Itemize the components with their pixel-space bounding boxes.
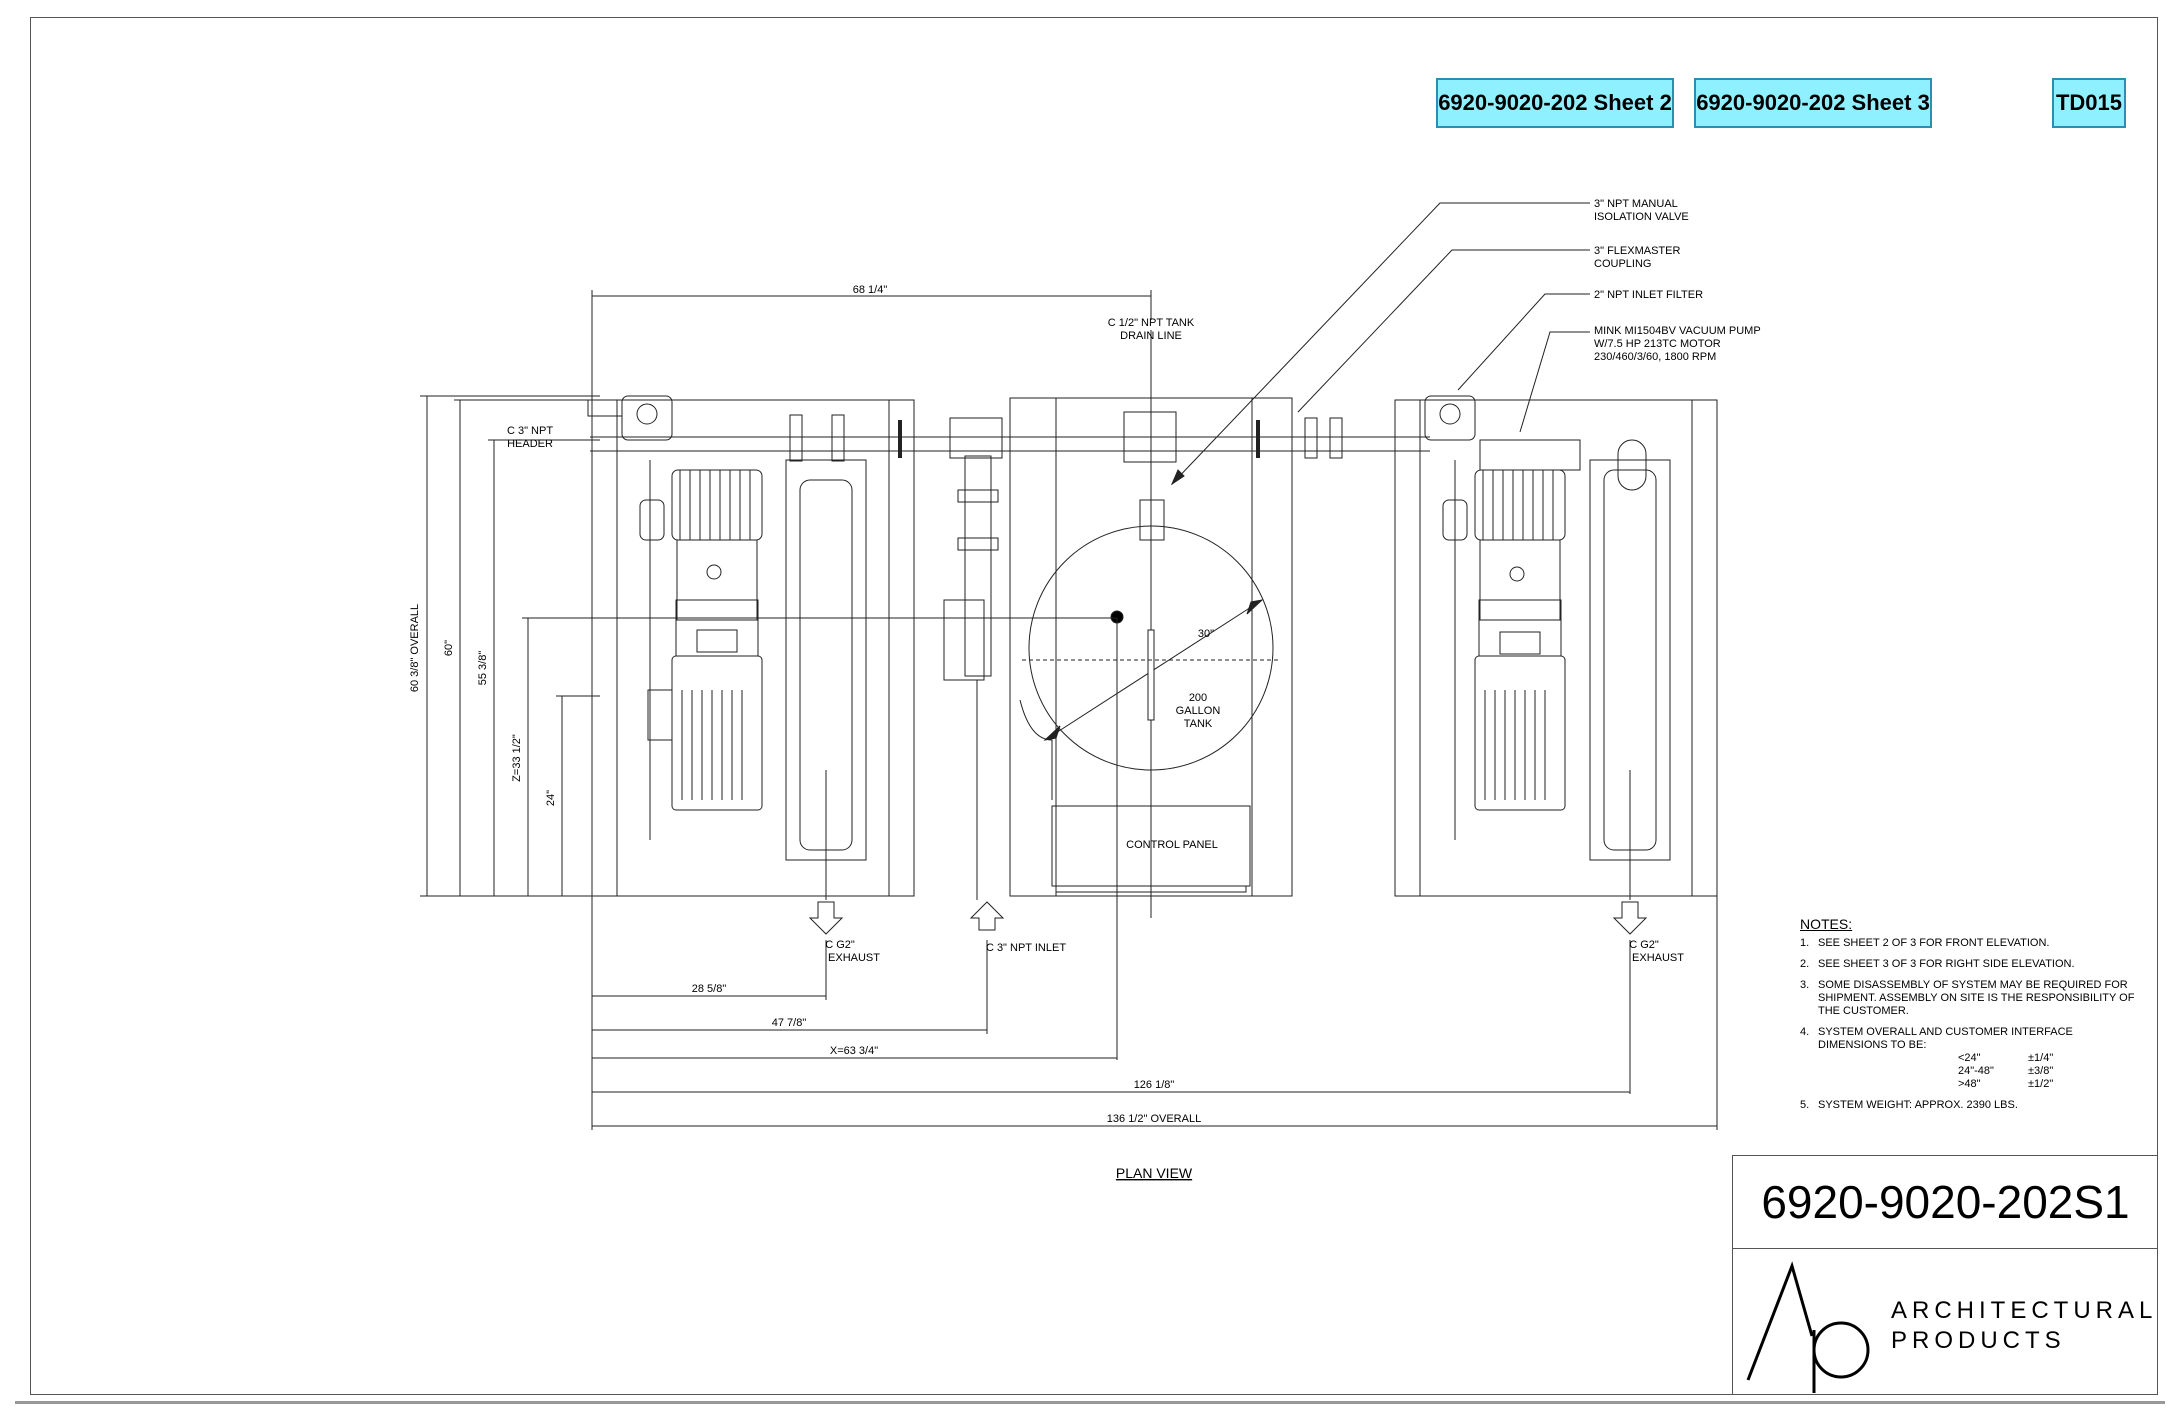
right-exhaust-arrow: [1612, 901, 1648, 935]
note-number: 1.: [1800, 937, 1810, 949]
dim-47-7-8: 47 7/8": [772, 1017, 807, 1029]
control-panel-label: CONTROL PANEL: [1126, 839, 1218, 851]
dim-136-1-2: 136 1/2" OVERALL: [1107, 1113, 1201, 1125]
title-block: 6920-9020-202S1 ARCHITECTURAL PRODUCTS: [1732, 1155, 2158, 1395]
dim-60: 60": [443, 640, 455, 656]
dim-68: 68 1/4": [853, 284, 888, 296]
dim-24: 24": [545, 790, 557, 806]
notes-block: NOTES: 1. SEE SHEET 2 OF 3 FOR FRONT ELE…: [1800, 916, 2138, 1120]
coupling-line1: 3" FLEXMASTER: [1594, 245, 1680, 257]
tol-range: 24"-48": [1958, 1065, 1994, 1077]
dim-28-5-8: 28 5/8": [692, 983, 727, 995]
dim-x: X=63 3/4": [830, 1045, 878, 1057]
pump-line2: W/7.5 HP 213TC MOTOR: [1594, 338, 1721, 350]
drawing-border: [30, 17, 2158, 1395]
header-line1: C 3" NPT: [507, 425, 553, 437]
note-item: 1. SEE SHEET 2 OF 3 FOR FRONT ELEVATION.: [1800, 937, 2138, 950]
header-line2: HEADER: [507, 438, 553, 450]
callout-leaders: [506, 202, 1590, 486]
note-text: SOME DISASSEMBLY OF SYSTEM MAY BE REQUIR…: [1818, 979, 2135, 1017]
tank-line3: TANK: [1184, 718, 1213, 730]
note-item: 2. SEE SHEET 3 OF 3 FOR RIGHT SIDE ELEVA…: [1800, 958, 2138, 971]
header-pipe: [590, 411, 1430, 900]
note-text: SYSTEM OVERALL AND CUSTOMER INTERFACE DI…: [1818, 1026, 2073, 1051]
coupling-line2: COUPLING: [1594, 258, 1651, 270]
tol-range: <24": [1958, 1052, 1981, 1064]
left-exhaust-line1: C G2": [825, 939, 855, 951]
tol-value: ±1/2": [2028, 1078, 2054, 1090]
note-text: SYSTEM WEIGHT: APPROX. 2390 LBS.: [1818, 1099, 2018, 1111]
note-item: 5. SYSTEM WEIGHT: APPROX. 2390 LBS.: [1800, 1099, 2138, 1112]
sheet3-link[interactable]: 6920-9020-202 Sheet 3: [1694, 78, 1932, 128]
tol-range: >48": [1958, 1078, 1981, 1090]
sheet2-link[interactable]: 6920-9020-202 Sheet 2: [1436, 78, 1674, 128]
tolerance-table: <24" ±1/4" 24"-48" ±3/8" >48" ±1/2": [1818, 1052, 2138, 1091]
dim-55-3-8: 55 3/8": [477, 651, 489, 686]
tank-diameter: 30": [1198, 628, 1214, 640]
flow-arrows: [808, 901, 1648, 935]
vertical-dimensions: 60 3/8" OVERALL 60" 55 3/8" Z=33 1/2" 24…: [409, 395, 1117, 897]
dim-60-3-8: 60 3/8" OVERALL: [409, 604, 421, 692]
drain-line2: DRAIN LINE: [1120, 330, 1182, 342]
dim-126-1-8: 126 1/8": [1134, 1079, 1175, 1091]
isolation-valve-line2: ISOLATION VALVE: [1594, 211, 1689, 223]
right-pump-skid: [1394, 395, 1718, 900]
company-line1: ARCHITECTURAL: [1891, 1297, 2158, 1324]
right-exhaust-line2: EXHAUST: [1632, 952, 1684, 964]
notes-title: NOTES:: [1800, 916, 1853, 932]
note-number: 5.: [1800, 1099, 1810, 1111]
company-logo: [1746, 1261, 1870, 1393]
note-item: 3. SOME DISASSEMBLY OF SYSTEM MAY BE REQ…: [1800, 979, 2138, 1018]
company-line2: PRODUCTS: [1891, 1327, 2066, 1354]
bottom-dimensions: 28 5/8" 47 7/8" X=63 3/4" 126 1/8" 136 1…: [591, 618, 1718, 1130]
note-number: 3.: [1800, 979, 1810, 991]
note-text: SEE SHEET 3 OF 3 FOR RIGHT SIDE ELEVATIO…: [1818, 958, 2075, 970]
drain-line1: C 1/2" NPT TANK: [1108, 317, 1195, 329]
tank-skid: [1009, 397, 1293, 918]
top-dimension: 68 1/4": [591, 284, 1152, 400]
tol-value: ±3/8": [2028, 1065, 2054, 1077]
company-name: ARCHITECTURAL PRODUCTS: [1891, 1296, 2157, 1356]
left-exhaust-arrow: [808, 901, 844, 935]
callout-labels: 3" NPT MANUAL ISOLATION VALVE 3" FLEXMAS…: [507, 198, 1761, 1181]
drawing-number: 6920-9020-202S1: [1733, 1156, 2158, 1249]
inlet-label: C 3" NPT INLET: [986, 942, 1066, 954]
drawing-code-link[interactable]: TD015: [2052, 78, 2126, 128]
note-item: 4. SYSTEM OVERALL AND CUSTOMER INTERFACE…: [1800, 1026, 2138, 1091]
note-text: SEE SHEET 2 OF 3 FOR FRONT ELEVATION.: [1818, 937, 2050, 949]
note-number: 4.: [1800, 1026, 1810, 1038]
dim-z: Z=33 1/2": [511, 734, 523, 782]
bottom-rule: [15, 1401, 2165, 1404]
isolation-valve-line1: 3" NPT MANUAL: [1594, 198, 1678, 210]
right-exhaust-line1: C G2": [1629, 939, 1659, 951]
note-number: 2.: [1800, 958, 1810, 970]
view-label: PLAN VIEW: [1116, 1165, 1193, 1181]
inlet-arrow: [969, 901, 1005, 931]
pump-line3: 230/460/3/60, 1800 RPM: [1594, 351, 1716, 363]
tol-value: ±1/4": [2028, 1052, 2054, 1064]
pump-line1: MINK MI1504BV VACUUM PUMP: [1594, 325, 1761, 337]
inlet-filter-label: 2" NPT INLET FILTER: [1594, 289, 1703, 301]
tank-line2: GALLON: [1176, 705, 1221, 717]
tank-line1: 200: [1189, 692, 1207, 704]
left-exhaust-line2: EXHAUST: [828, 952, 880, 964]
left-pump-skid: [587, 395, 915, 900]
